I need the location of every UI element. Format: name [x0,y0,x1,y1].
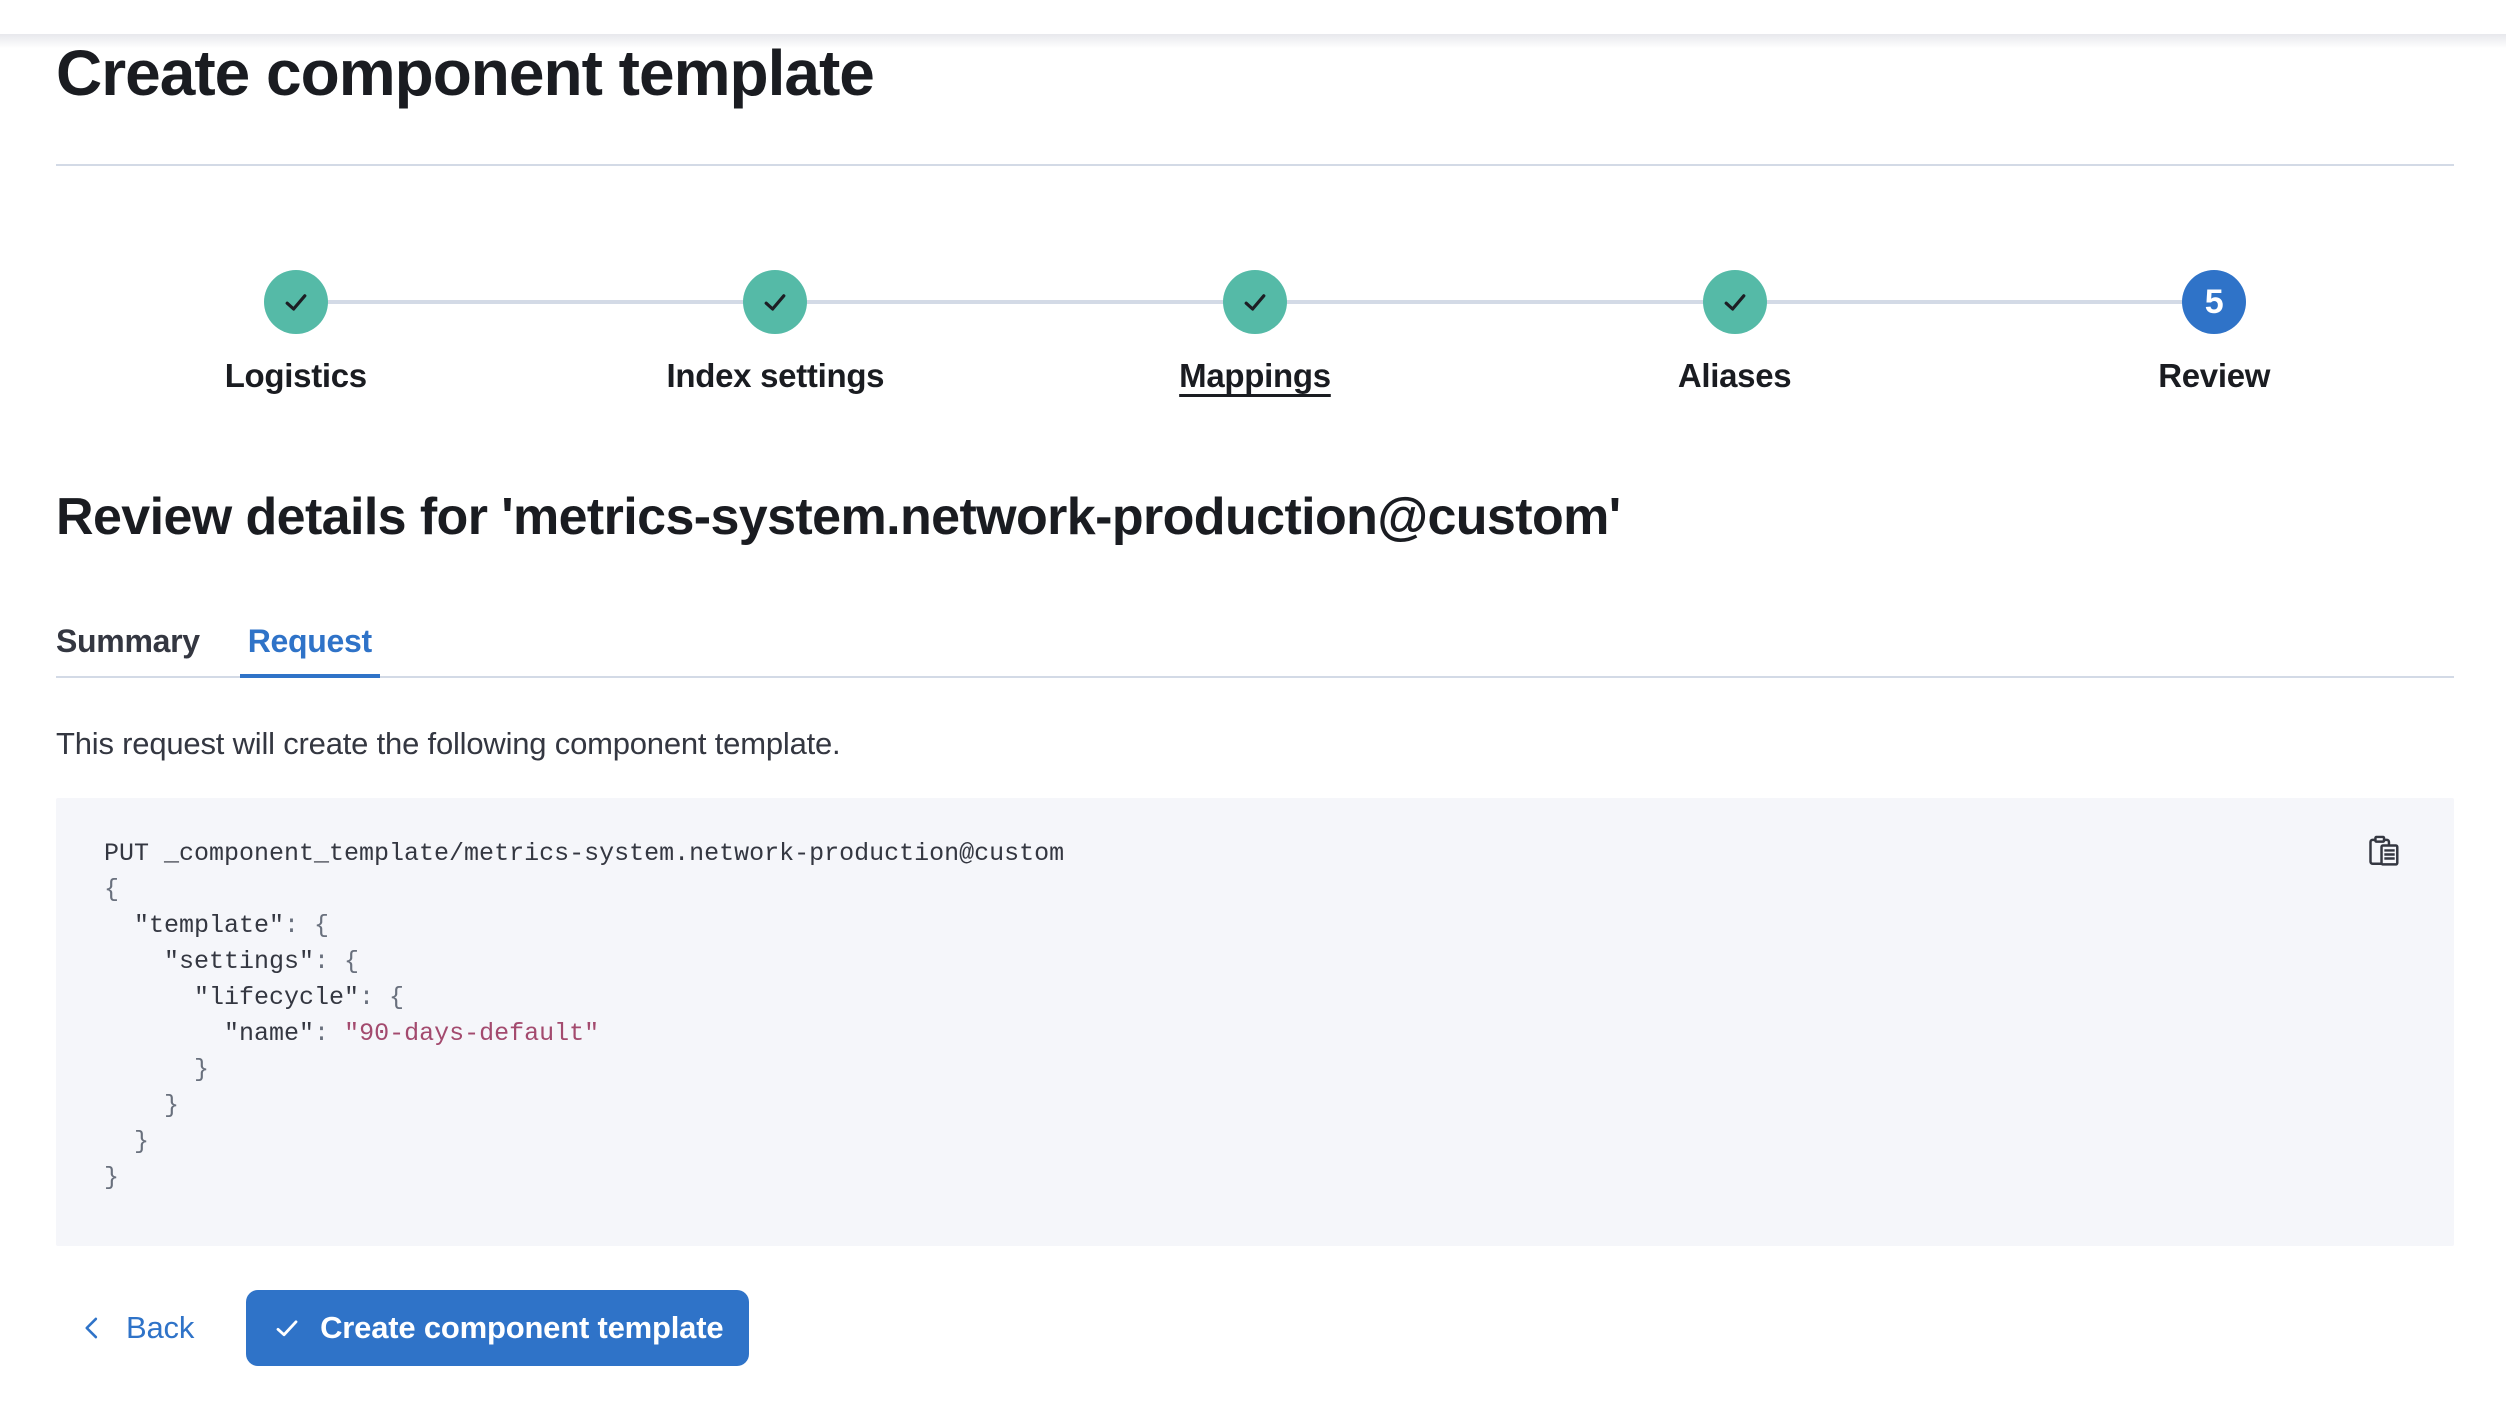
step-aliases[interactable]: Aliases [1495,270,1975,396]
chevron-left-icon [85,1317,98,1339]
code-line: "name": "90-days-default" [224,1019,600,1048]
code-line: PUT _component_template/metrics-system.n… [104,839,1065,868]
step-complete-circle [263,270,328,334]
create-component-template-page: Create component template Logistics Index… [0,34,2506,1366]
check-icon [1244,294,1266,311]
step-logistics[interactable]: Logistics [56,270,536,396]
footer-actions: Back Create component template [56,1290,2454,1366]
step-index-settings[interactable]: Index settings [536,270,1016,396]
request-code: PUT _component_template/metrics-system.n… [104,836,2334,1196]
tabs: Summary Request [48,622,2454,678]
check-icon [276,1320,298,1337]
check-icon [1724,294,1745,311]
step-complete-circle [1222,270,1287,334]
step-label: Aliases [1677,357,1792,394]
copy-clipboard-icon [2369,835,2399,866]
page-title: Create component template [56,37,875,109]
tabs-divider [56,676,2454,678]
create-component-template-button[interactable]: Create component template [246,1290,750,1366]
request-description: This request will create the following c… [56,726,841,761]
step-label: Mappings [1179,357,1331,394]
code-line: } [104,1127,150,1156]
check-icon [285,294,307,311]
back-button[interactable]: Back [78,1310,194,1346]
step-label: Logistics [224,357,367,394]
code-line: "settings": { [164,947,360,976]
step-complete-circle [1702,270,1767,334]
request-code-panel: PUT _component_template/metrics-system.n… [56,798,2454,1246]
step-label: Review [2158,357,2271,394]
review-heading: Review details for 'metrics-system.netwo… [56,488,1621,546]
code-line: "template": { [134,911,330,940]
code-line: { [104,875,120,904]
step-mappings[interactable]: Mappings [1015,270,1495,396]
code-line: } [104,1091,180,1120]
step-complete-circle [743,270,808,334]
title-divider [56,164,2454,166]
step-number-circle: 5 [2182,270,2247,334]
code-line: } [104,1163,120,1192]
code-line: } [104,1055,210,1084]
create-label: Create component template [320,1310,724,1345]
copy-clipboard-button[interactable] [2364,832,2404,872]
tab-request[interactable]: Request [239,622,380,678]
tab-summary[interactable]: Summary [48,622,208,678]
back-label: Back [126,1310,195,1345]
code-line: "lifecycle": { [194,983,405,1012]
step-label: Index settings [666,357,885,394]
check-icon [764,294,786,311]
